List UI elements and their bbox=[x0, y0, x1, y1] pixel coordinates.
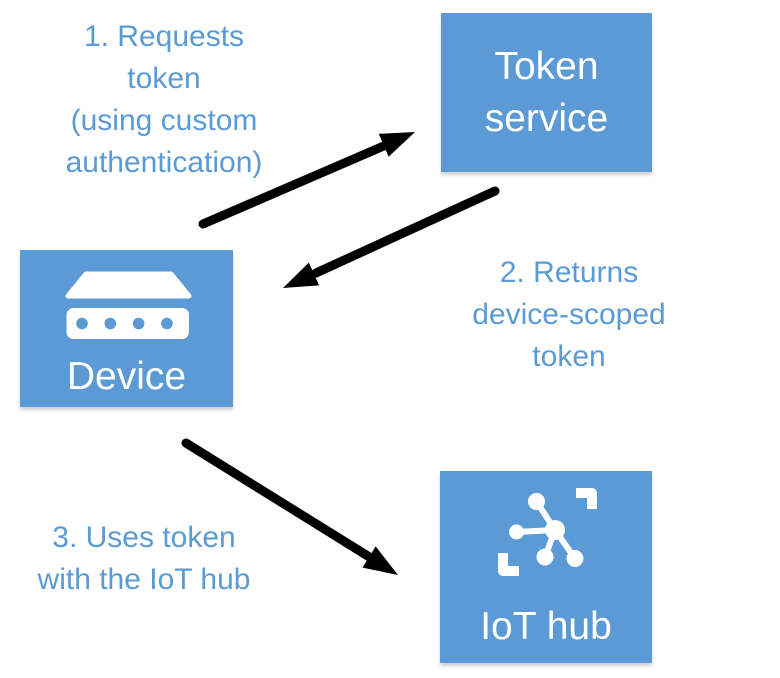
step2-label: 2. Returns device-scoped token bbox=[472, 256, 666, 373]
device-label: Device bbox=[66, 355, 187, 398]
iot-hub-box: IoT hub bbox=[440, 471, 652, 663]
step1-label: 1. Requests token (using custom authenti… bbox=[65, 20, 263, 179]
device-icon bbox=[65, 271, 192, 339]
arrow-step2 bbox=[283, 186, 500, 288]
token-service-label: Token service bbox=[484, 44, 609, 140]
step3-label: 3. Uses token with the IoT hub bbox=[37, 521, 251, 596]
iot-hub-icon bbox=[498, 488, 597, 576]
arrow-step1 bbox=[198, 132, 415, 229]
iot-hub-label: IoT hub bbox=[480, 605, 612, 648]
token-service-box: Token service bbox=[441, 13, 652, 172]
arrow-step3 bbox=[181, 438, 398, 575]
device-box: Device bbox=[20, 250, 233, 407]
